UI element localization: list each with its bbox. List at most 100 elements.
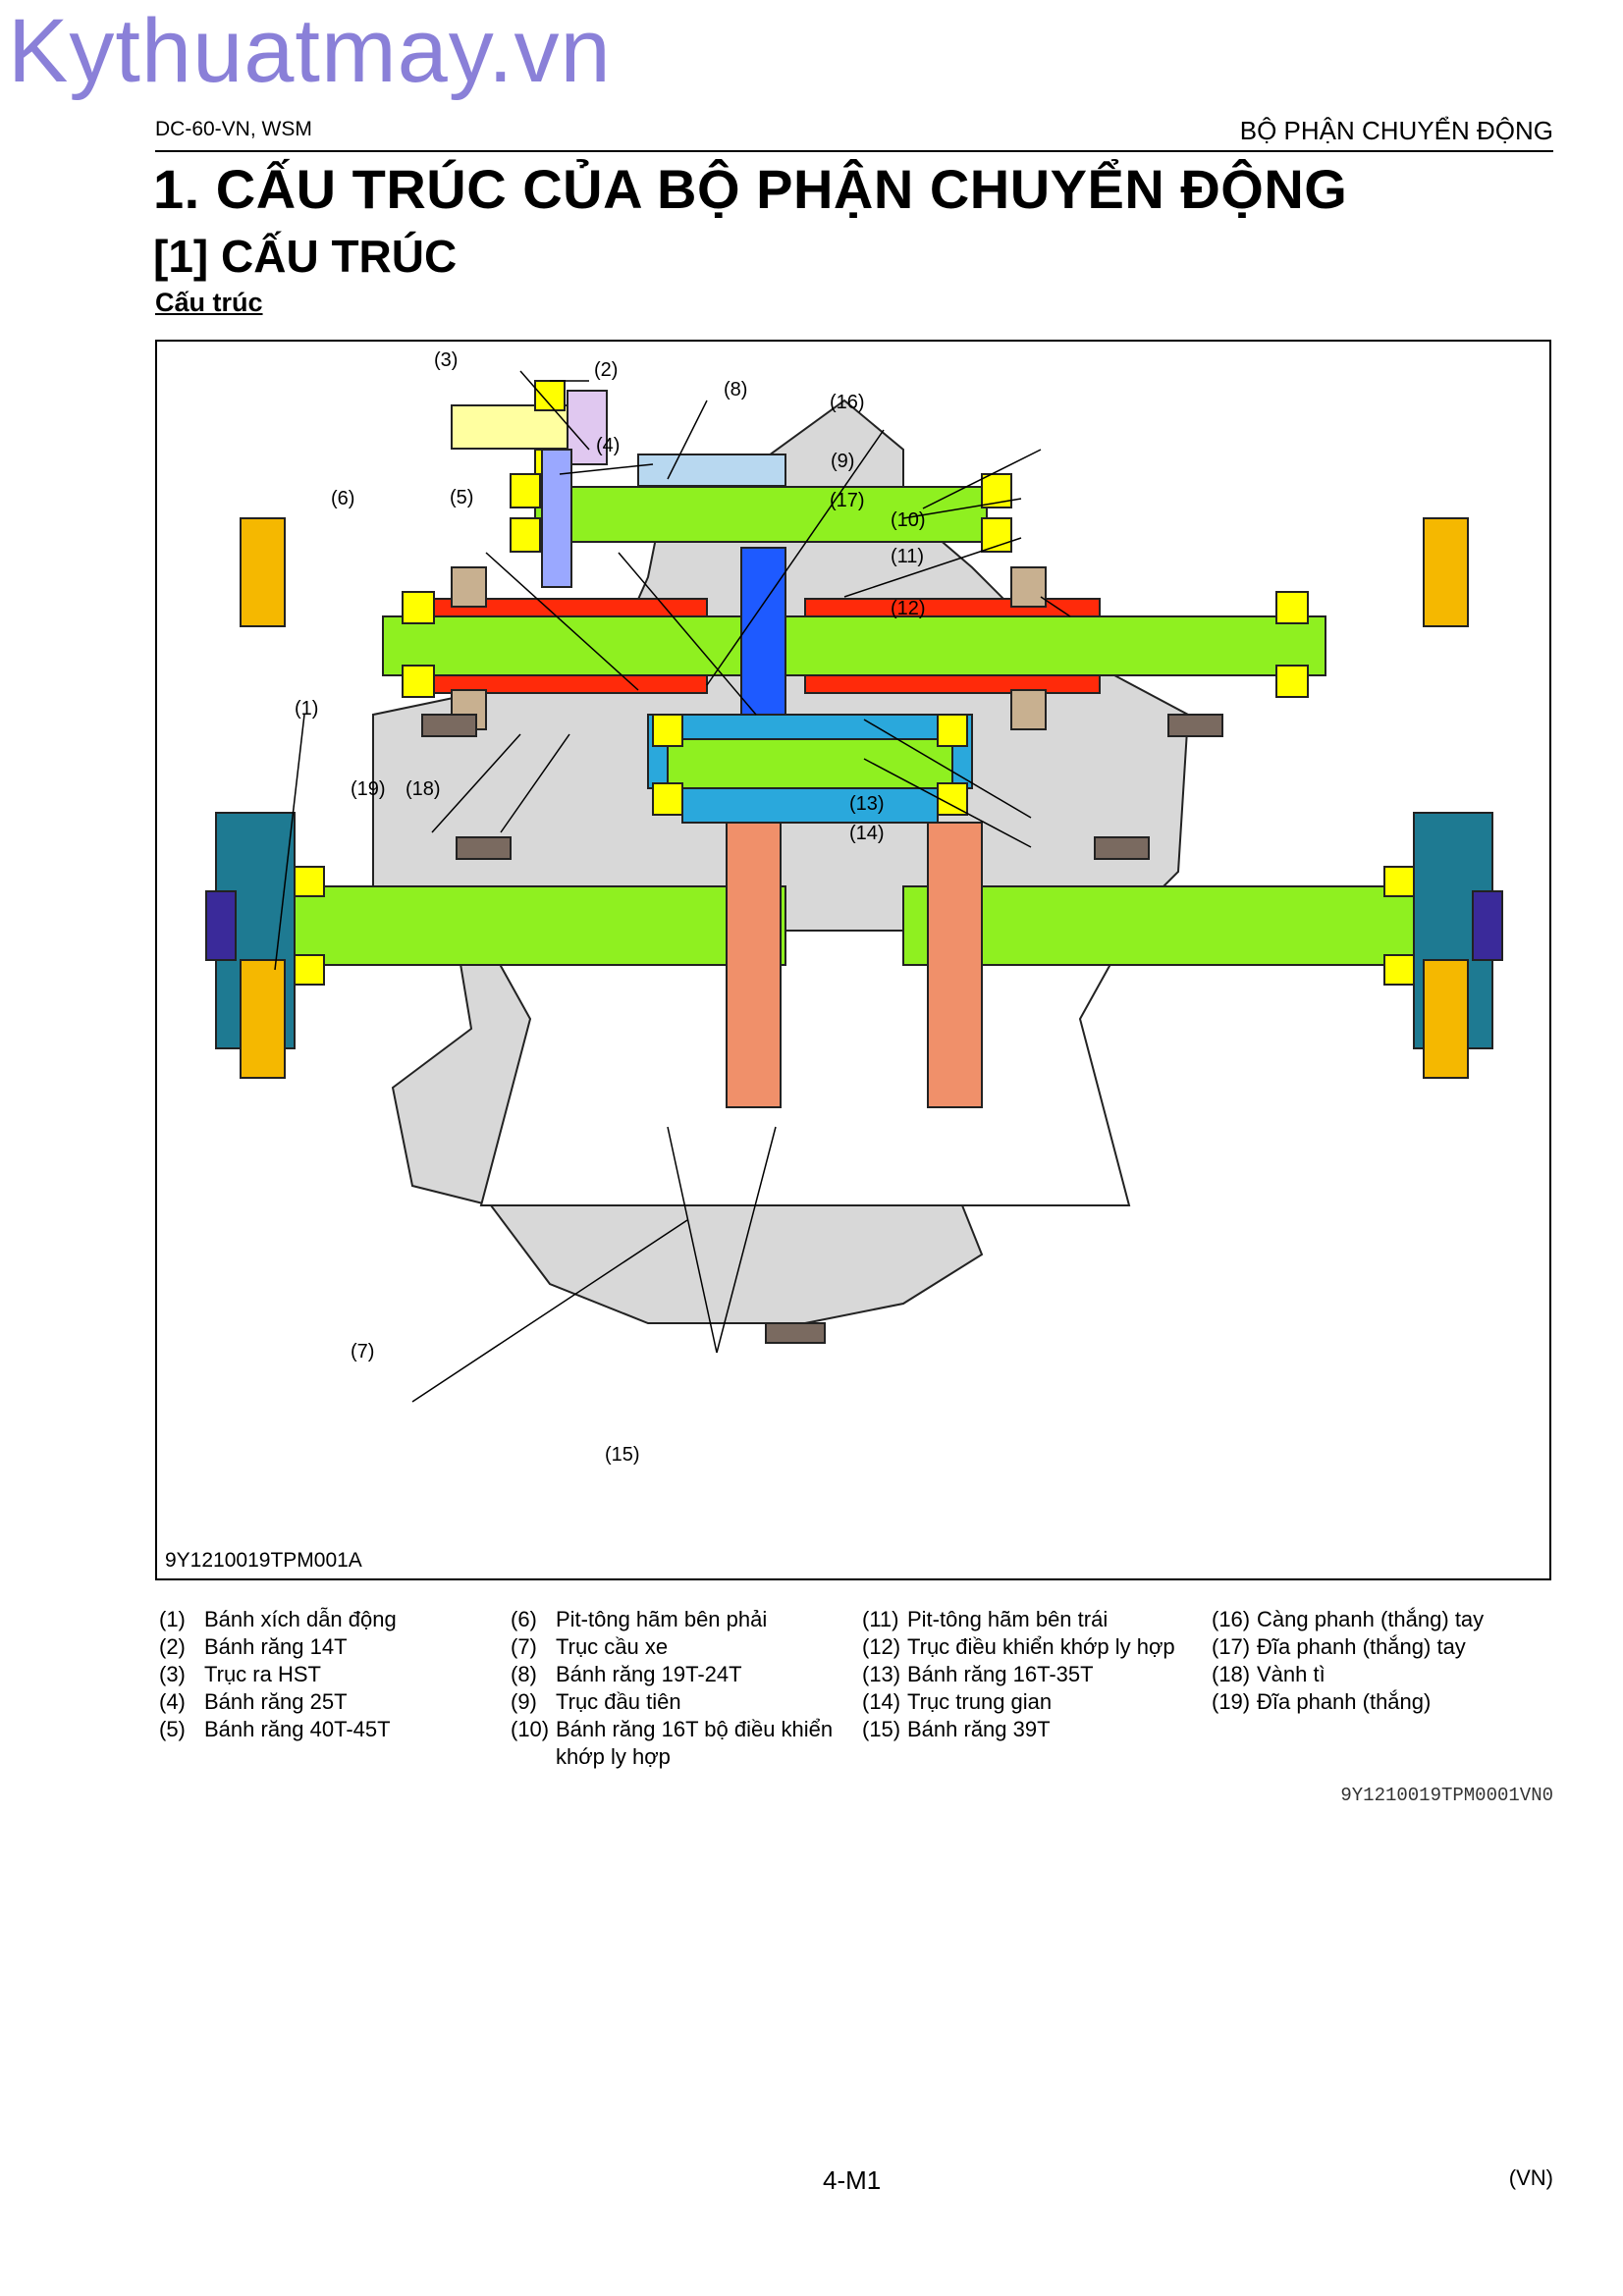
axle-cap	[1472, 890, 1503, 961]
gear-39t	[726, 822, 782, 1108]
legend-num: (9)	[511, 1689, 537, 1714]
bearing	[1275, 591, 1309, 624]
legend-label: Trục điều khiển khớp ly hợp	[907, 1634, 1175, 1659]
legend-item: (7) Trục cầu xe	[511, 1633, 668, 1661]
legend-label: Đĩa phanh (thắng) tay	[1257, 1634, 1466, 1659]
legend-item: (17)Đĩa phanh (thắng) tay	[1212, 1633, 1466, 1661]
legend-num: (3)	[159, 1662, 186, 1686]
figure-heading: Cấu trúc	[155, 288, 263, 317]
hst-output-shaft	[451, 404, 580, 450]
legend-item: (18)Vành tì	[1212, 1661, 1325, 1688]
legend-num: (16)	[1212, 1607, 1251, 1631]
legend-item: (15)Bánh răng 39T	[862, 1716, 1051, 1743]
callout-2: (2)	[594, 359, 618, 381]
clutch-control-shaft	[382, 615, 1326, 676]
bearing	[1275, 665, 1309, 698]
callout-1: (1)	[295, 698, 318, 720]
callout-6: (6)	[331, 488, 354, 509]
legend-label: Bánh răng 25T	[204, 1689, 348, 1714]
page-number: 4-M1	[823, 2165, 882, 2195]
bolt	[456, 836, 512, 860]
legend-item: (13)Bánh răng 16T-35T	[862, 1661, 1094, 1688]
bearing	[402, 591, 435, 624]
callout-15: (15)	[605, 1444, 640, 1466]
legend-label: Vành tì	[1257, 1662, 1325, 1686]
callout-7: (7)	[351, 1341, 374, 1362]
bearing	[937, 714, 968, 747]
brake-disc	[1010, 566, 1047, 608]
legend-num: (2)	[159, 1634, 186, 1659]
legend-item: (11)Pit-tông hãm bên trái	[862, 1606, 1108, 1633]
figure-code: 9Y1210019TPM001A	[165, 1549, 362, 1572]
bearing	[402, 665, 435, 698]
gear-39t	[927, 822, 983, 1108]
bearing	[981, 473, 1012, 508]
legend-label: Bánh răng 39T	[907, 1717, 1051, 1741]
bearing	[652, 782, 683, 816]
callout-5: (5)	[450, 487, 473, 508]
legend-label: Bánh răng 16T-35T	[907, 1662, 1094, 1686]
callout-13: (13)	[849, 793, 885, 815]
bearing	[652, 714, 683, 747]
drive-sprocket	[1423, 959, 1469, 1079]
callout-16: (16)	[830, 392, 865, 413]
subsection-title: [1] CẤU TRÚC	[153, 231, 458, 282]
bearing	[534, 380, 566, 411]
left-brake-piston	[804, 674, 1101, 694]
drive-sprocket	[240, 959, 286, 1079]
gear-16t-35t	[681, 787, 939, 824]
callout-11: (11)	[891, 546, 924, 567]
legend-label: Trục cầu xe	[556, 1634, 669, 1659]
legend-num: (17)	[1212, 1634, 1251, 1659]
gear-40t-45t	[740, 547, 786, 735]
legend-item: (1)Bánh xích dẫn động	[159, 1606, 397, 1633]
bearing	[510, 473, 541, 508]
legend-label: Bánh răng 19T-24T	[556, 1662, 742, 1686]
legend-num: (11)	[862, 1607, 899, 1631]
bearing	[937, 782, 968, 816]
housing-cavity	[479, 930, 1131, 1206]
legend-num: (10)	[511, 1717, 550, 1741]
legend-label: Trục ra HST	[204, 1662, 321, 1686]
axle-cap	[205, 890, 237, 961]
legend-num: (19)	[1212, 1689, 1251, 1714]
legend-item: (12)Trục điều khiển khớp ly hợp	[862, 1633, 1175, 1661]
gear-14t	[567, 390, 608, 465]
legend-num: (5)	[159, 1717, 186, 1741]
left-brake-piston	[804, 598, 1101, 617]
axle-shaft	[902, 885, 1454, 966]
legend-label: Trục đầu tiên	[556, 1689, 681, 1714]
legend-label: Bánh răng 40T-45T	[204, 1717, 391, 1741]
watermark: Kythuatmay.vn	[8, 1, 612, 101]
legend-item: (16)Càng phanh (thắng) tay	[1212, 1606, 1484, 1633]
legend-item: (8)Bánh răng 19T-24T	[511, 1661, 742, 1688]
structure-diagram: (1) (2) (3) (4) (5) (6) (7) (8) (9) (10)…	[155, 340, 1551, 1580]
callout-9: (9)	[831, 451, 854, 472]
bearing	[510, 517, 541, 553]
bearing	[294, 866, 325, 897]
legend-num: (18)	[1212, 1662, 1251, 1686]
callout-14: (14)	[849, 823, 885, 844]
legend-item: khớp ly hợp	[511, 1743, 671, 1771]
legend-item: (3) Trục ra HST	[159, 1661, 321, 1688]
legend-item: (10)Bánh răng 16T bộ điều khiển	[511, 1716, 833, 1743]
legend-num: (4)	[159, 1689, 186, 1714]
gear-25t	[541, 449, 572, 588]
legend-num: (7)	[511, 1634, 537, 1659]
leader-lines	[274, 370, 1071, 1403]
header-chapter: BỘ PHẬN CHUYỂN ĐỘNG	[1239, 116, 1553, 145]
bearing	[1383, 954, 1415, 986]
transmission-cutaway-drawing: (1) (2) (3) (4) (5) (6) (7) (8) (9) (10)…	[205, 349, 1503, 1466]
legend-num: (13)	[862, 1662, 901, 1686]
legend-label: Bánh răng 14T	[204, 1634, 348, 1659]
bolt	[1167, 714, 1223, 737]
bolt	[421, 714, 477, 737]
callout-17: (17)	[830, 490, 865, 511]
callout-18: (18)	[406, 778, 441, 800]
legend-item: (14)Trục trung gian	[862, 1688, 1052, 1716]
callout-3: (3)	[434, 349, 458, 371]
legend-label: Bánh răng 16T bộ điều khiển	[556, 1717, 834, 1741]
drive-sprocket	[1423, 517, 1469, 627]
brake-disc	[451, 566, 487, 608]
bearing	[294, 954, 325, 986]
